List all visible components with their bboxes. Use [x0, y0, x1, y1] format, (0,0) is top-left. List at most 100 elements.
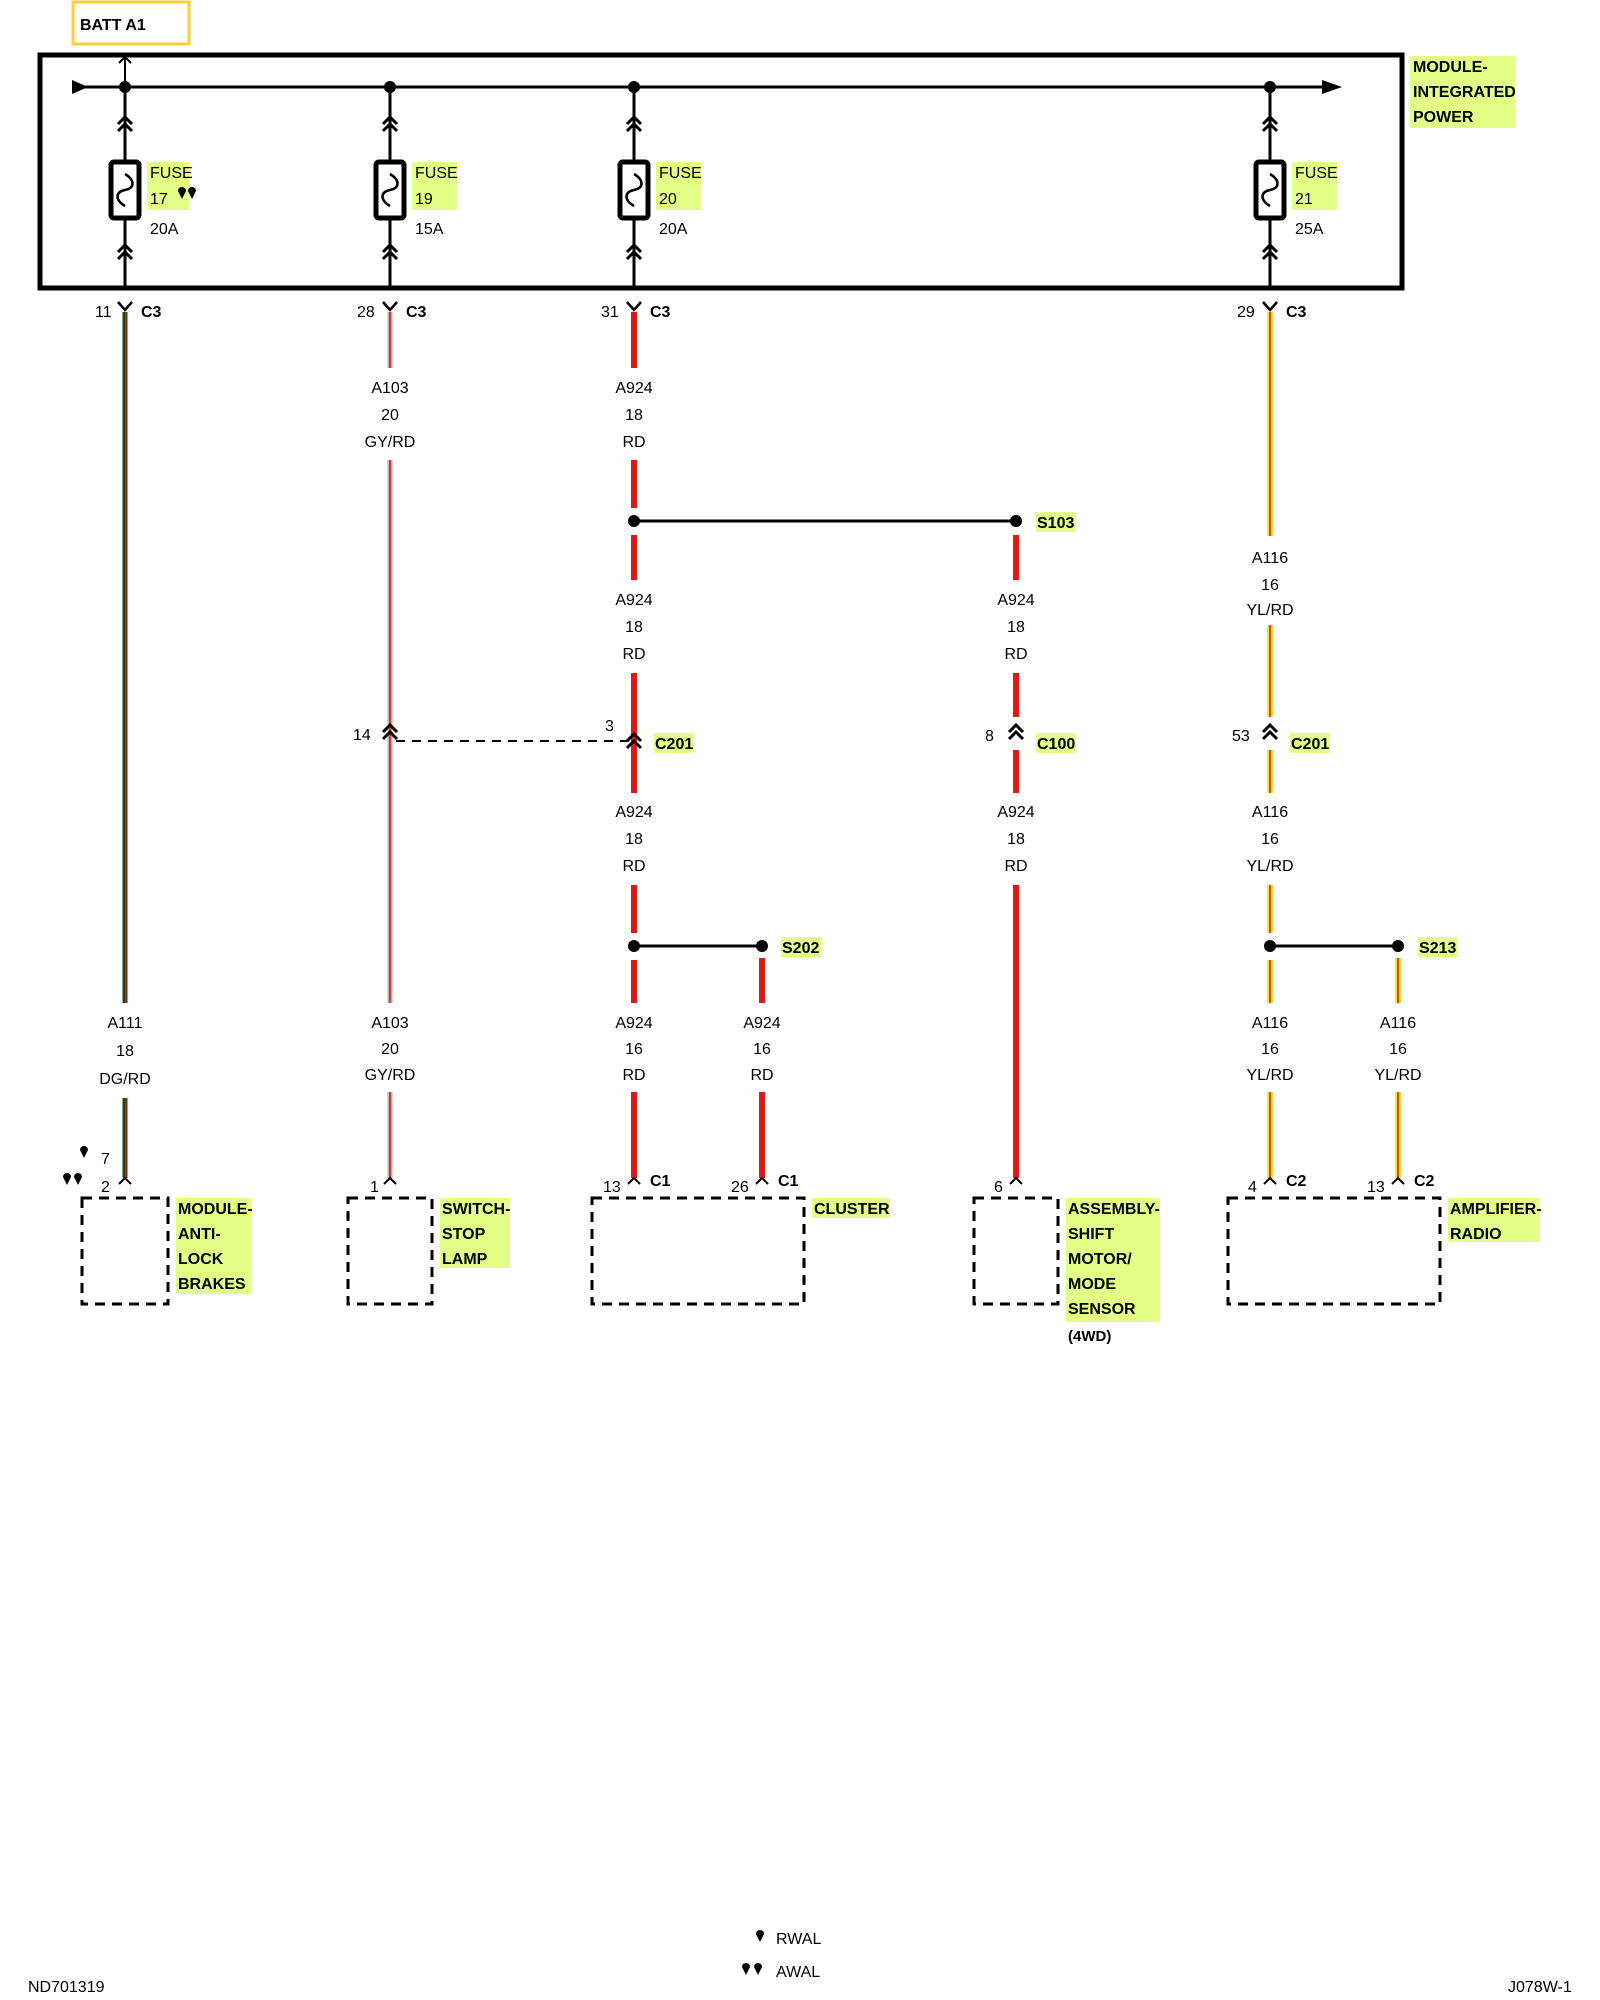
awal-marker: [63, 1173, 82, 1185]
svg-text:A924: A924: [615, 592, 652, 609]
svg-text:SHIFT: SHIFT: [1068, 1226, 1114, 1243]
svg-text:18: 18: [625, 831, 643, 848]
svg-text:YL/RD: YL/RD: [1246, 1067, 1293, 1084]
svg-text:GY/RD: GY/RD: [365, 434, 416, 451]
svg-text:CLUSTER: CLUSTER: [814, 1201, 890, 1218]
svg-text:20: 20: [659, 191, 677, 208]
svg-text:C3: C3: [650, 304, 671, 321]
cluster-pins: 13 C1 26 C1: [603, 1173, 799, 1196]
c3-pin-31: 31 C3: [601, 300, 671, 321]
svg-text:S213: S213: [1419, 940, 1456, 957]
wire-a924: [631, 312, 1019, 1178]
svg-text:19: 19: [415, 191, 433, 208]
svg-text:AMPLIFIER-: AMPLIFIER-: [1450, 1201, 1542, 1218]
wire-label-a116-3: A116 16 YL/RD: [1246, 1015, 1293, 1084]
svg-text:LAMP: LAMP: [442, 1251, 488, 1268]
svg-text:RD: RD: [622, 1067, 645, 1084]
splice-s103: S103: [628, 512, 1076, 532]
svg-text:RWAL: RWAL: [776, 1931, 821, 1948]
connector-c201-right: 53 C201: [1232, 723, 1330, 753]
svg-text:FUSE: FUSE: [150, 165, 193, 182]
svg-text:16: 16: [1261, 577, 1279, 594]
svg-text:AWAL: AWAL: [776, 1964, 820, 1981]
svg-text:1: 1: [370, 1179, 379, 1196]
abs-module: MODULE- ANTI- LOCK BRAKES: [80, 1196, 253, 1306]
svg-text:A924: A924: [997, 804, 1034, 821]
awal-legend-icon: [742, 1963, 762, 1975]
svg-text:28: 28: [357, 304, 375, 321]
svg-text:C1: C1: [650, 1173, 671, 1190]
amp-radio-pins: 4 C2 13 C2: [1248, 1173, 1435, 1196]
svg-text:20A: 20A: [150, 221, 179, 238]
svg-text:SWITCH-: SWITCH-: [442, 1201, 510, 1218]
svg-text:YL/RD: YL/RD: [1246, 602, 1293, 619]
svg-text:(4WD): (4WD): [1068, 1328, 1111, 1345]
integrated-power-module: [37, 52, 1405, 291]
svg-text:ASSEMBLY-: ASSEMBLY-: [1068, 1201, 1160, 1218]
ipm-label: MODULE- INTEGRATED POWER: [1410, 56, 1516, 128]
abs-pins: 7 2: [63, 1146, 132, 1196]
legend: RWAL AWAL: [742, 1930, 821, 1981]
svg-text:20A: 20A: [659, 221, 688, 238]
svg-text:2: 2: [101, 1179, 110, 1196]
svg-text:BATT A1: BATT A1: [80, 17, 146, 34]
svg-text:3: 3: [605, 718, 614, 735]
svg-text:RD: RD: [622, 858, 645, 875]
svg-text:MOTOR/: MOTOR/: [1068, 1251, 1132, 1268]
svg-text:6: 6: [994, 1179, 1003, 1196]
svg-text:DG/RD: DG/RD: [99, 1071, 151, 1088]
amplifier-radio: AMPLIFIER- RADIO: [1226, 1196, 1542, 1306]
rwal-legend-icon: [756, 1930, 764, 1942]
svg-text:C2: C2: [1286, 1173, 1307, 1190]
svg-text:RD: RD: [750, 1067, 773, 1084]
svg-text:BRAKES: BRAKES: [178, 1276, 246, 1293]
svg-text:20: 20: [381, 1041, 399, 1058]
svg-text:29: 29: [1237, 304, 1255, 321]
c3-pin-29: 29 C3: [1237, 300, 1307, 321]
svg-text:C201: C201: [655, 736, 693, 753]
svg-text:MODE: MODE: [1068, 1276, 1116, 1293]
svg-text:S202: S202: [782, 940, 819, 957]
svg-text:18: 18: [625, 619, 643, 636]
svg-text:18: 18: [1007, 619, 1025, 636]
svg-text:18: 18: [116, 1043, 134, 1060]
svg-text:20: 20: [381, 407, 399, 424]
stop-lamp-pin: 1: [370, 1177, 397, 1196]
svg-text:16: 16: [1261, 1041, 1279, 1058]
wire-label-a103-bottom: A103 20 GY/RD: [365, 1015, 416, 1084]
svg-text:SENSOR: SENSOR: [1068, 1301, 1136, 1318]
svg-text:15A: 15A: [415, 221, 444, 238]
fuse-17: FUSE 17 20A: [111, 81, 196, 288]
rwal-marker: [80, 1146, 88, 1158]
svg-text:17: 17: [150, 191, 168, 208]
wire-label-a103-top: A103 20 GY/RD: [365, 380, 416, 451]
svg-text:A103: A103: [371, 380, 408, 397]
svg-text:14: 14: [353, 727, 371, 744]
svg-text:POWER: POWER: [1413, 109, 1474, 126]
svg-text:C3: C3: [406, 304, 427, 321]
wire-label-a924-5: A924 16 RD: [743, 1015, 780, 1084]
svg-text:16: 16: [625, 1041, 643, 1058]
svg-text:RD: RD: [622, 434, 645, 451]
svg-text:7: 7: [101, 1151, 110, 1168]
svg-text:FUSE: FUSE: [659, 165, 702, 182]
svg-text:A116: A116: [1252, 1015, 1288, 1032]
wire-label-a924-s1: A924 18 RD: [997, 592, 1034, 663]
shift-motor-assembly: ASSEMBLY- SHIFT MOTOR/ MODE SENSOR (4WD): [972, 1196, 1160, 1345]
wire-label-a116-4: A116 16 YL/RD: [1374, 1015, 1421, 1084]
svg-text:C3: C3: [141, 304, 162, 321]
stop-lamp-switch: SWITCH- STOP LAMP: [346, 1196, 510, 1306]
svg-text:4: 4: [1248, 1179, 1257, 1196]
svg-text:A111: A111: [108, 1015, 143, 1032]
svg-text:INTEGRATED: INTEGRATED: [1413, 84, 1516, 101]
svg-text:A116: A116: [1252, 550, 1288, 567]
wire-label-a924-2: A924 18 RD: [615, 592, 652, 663]
svg-text:A103: A103: [371, 1015, 408, 1032]
cluster: CLUSTER: [590, 1196, 890, 1306]
footer-left-code: ND701319: [28, 1979, 105, 1996]
svg-text:STOP: STOP: [442, 1226, 486, 1243]
awal-marker: [178, 187, 196, 199]
fuse-21: FUSE 21 25A: [1256, 81, 1338, 288]
svg-text:RADIO: RADIO: [1450, 1226, 1502, 1243]
